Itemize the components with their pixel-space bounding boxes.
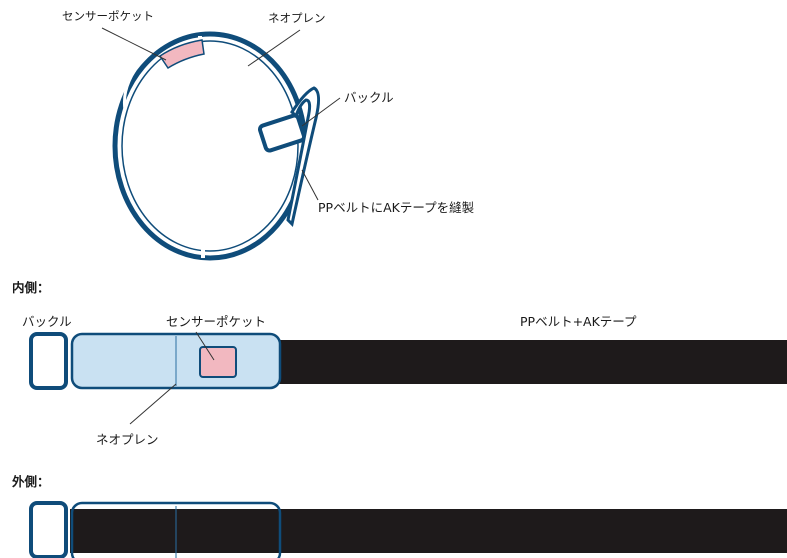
ring-gap-bottom — [201, 244, 205, 258]
outer-side-diagram: 外側： — [11, 474, 787, 558]
label-sensor-pocket: センサーポケット — [62, 9, 154, 23]
leader-buckle — [301, 97, 341, 127]
inner-pp-belt — [276, 340, 787, 384]
inner-label-sensor-pocket: センサーポケット — [166, 314, 266, 329]
outer-neoprene-outline — [70, 501, 282, 558]
label-pp-belt-sewn: PPベルトにAKテープを縫製 — [318, 200, 474, 215]
ring-open-section — [123, 69, 137, 111]
inner-label-buckle: バックル — [22, 314, 72, 329]
ring-buckle — [258, 113, 306, 153]
leader-neoprene — [247, 29, 301, 67]
inner-side-diagram: 内側： バックル センサーポケット PPベルト+AKテープ ネオプレン — [12, 280, 787, 447]
inner-buckle — [29, 332, 68, 390]
inner-leader-sensor-pocket — [195, 331, 215, 361]
ring-pp-belt-tail — [286, 86, 321, 228]
inner-sensor-pocket — [199, 346, 237, 378]
outer-pp-belt — [70, 509, 787, 553]
ring-sensor-pocket — [158, 39, 205, 70]
ring-diagram: センサーポケット ネオプレン バックル PPベルトにAKテープを縫製 — [62, 9, 474, 261]
ring-gap-left — [128, 132, 140, 136]
label-neoprene: ネオプレン — [268, 11, 326, 25]
inner-label-pp-belt-ak-tape: PPベルト+AKテープ — [520, 314, 637, 329]
inner-side-header: 内側： — [12, 280, 50, 295]
label-buckle: バックル — [344, 90, 394, 105]
leader-sensor-pocket — [101, 27, 167, 61]
inner-leader-neoprene — [129, 383, 177, 425]
outer-buckle — [29, 501, 68, 558]
inner-label-neoprene: ネオプレン — [96, 432, 159, 447]
leader-pp-belt — [301, 169, 319, 201]
outer-side-header: 外側： — [11, 474, 50, 489]
neoprene-ring-inner — [121, 40, 299, 252]
